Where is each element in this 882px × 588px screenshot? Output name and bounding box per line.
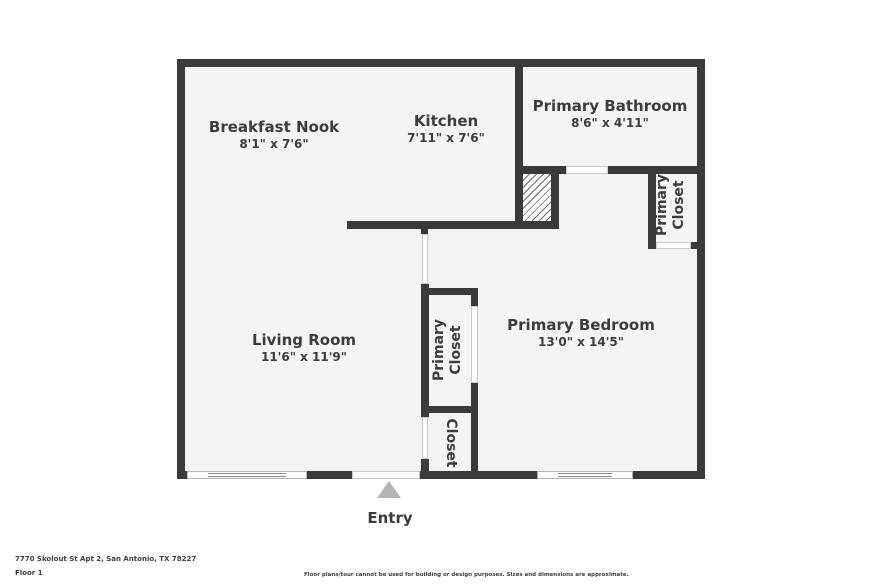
closet-label-line2: Closet	[671, 180, 687, 230]
room-kitchen: Kitchen 7'11" x 7'6"	[386, 112, 506, 146]
hatched-shaft	[523, 174, 551, 221]
wall-center-closet-top	[421, 288, 478, 295]
opening-living-bedroom[interactable]	[422, 234, 428, 284]
wall-bathroom-bottom	[515, 166, 705, 174]
room-name: Primary Bedroom	[507, 316, 655, 334]
room-name: Primary Bathroom	[532, 97, 688, 115]
entry-door-opening[interactable]	[352, 471, 420, 479]
entry-label: Entry	[367, 509, 413, 527]
footer-disclaimer: Floor plans/tour cannot be used for buil…	[304, 572, 629, 578]
closet-label-line2: Closet	[448, 325, 464, 375]
outer-wall-left	[177, 59, 185, 479]
outer-wall-right	[697, 59, 705, 479]
room-dimensions: 7'11" x 7'6"	[407, 131, 485, 145]
wall-stub-top	[421, 229, 428, 234]
wall-right-closet-bottom-left	[648, 242, 656, 249]
bathroom-door-opening[interactable]	[566, 166, 608, 174]
window-bedroom	[537, 471, 633, 479]
closet-label-line1: Primary	[654, 173, 670, 237]
wall-center-closet-bottom	[421, 406, 478, 413]
room-primary-bedroom: Primary Bedroom 13'0" x 14'5"	[496, 316, 666, 350]
room-dimensions: 8'1" x 7'6"	[239, 137, 309, 151]
lower-closet-door-opening[interactable]	[422, 417, 428, 459]
outer-wall-bottom	[177, 471, 705, 479]
room-dimensions: 13'0" x 14'5"	[537, 335, 625, 349]
wall-shaft-right	[551, 166, 559, 229]
wall-lower-closet-left	[421, 459, 429, 479]
footer-address: 7770 Skolout St Apt 2, San Antonio, TX 7…	[15, 555, 197, 563]
room-name: Breakfast Nook	[208, 118, 340, 136]
room-primary-bathroom: Primary Bathroom 8'6" x 4'11"	[523, 97, 697, 131]
wall-center-closet-right-upper	[471, 288, 478, 306]
closet-label-lower: Closet	[441, 418, 459, 468]
footer-floor: Floor 1	[15, 569, 43, 577]
entry-arrow-icon	[377, 481, 401, 498]
wall-kitchen-bathroom	[515, 59, 523, 229]
room-dimensions: 8'6" x 4'11"	[571, 116, 649, 130]
room-breakfast-nook: Breakfast Nook 8'1" x 7'6"	[193, 118, 355, 152]
center-closet-door-opening[interactable]	[471, 306, 478, 383]
wall-center-closet-right-lower	[471, 383, 478, 479]
closet-label-line1: Closet	[443, 418, 459, 468]
closet-label-center: Primary Closet	[431, 312, 467, 388]
right-closet-door-opening[interactable]	[656, 242, 691, 249]
closet-label-line1: Primary	[431, 318, 447, 382]
wall-center-closet-left	[421, 284, 429, 417]
window-living-room	[187, 471, 307, 479]
closet-label-bedroom-right: Primary Closet	[654, 173, 690, 237]
floor-area	[185, 67, 697, 471]
wall-right-closet-bottom-right	[691, 242, 697, 249]
wall-right-closet-left	[648, 166, 656, 249]
outer-wall-top	[177, 59, 705, 67]
room-dimensions: 11'6" x 11'9"	[260, 350, 348, 364]
wall-kitchen-bottom	[347, 221, 559, 229]
room-name: Living Room	[251, 331, 357, 349]
room-name: Kitchen	[413, 112, 479, 130]
room-living-room: Living Room 11'6" x 11'9"	[230, 331, 378, 365]
